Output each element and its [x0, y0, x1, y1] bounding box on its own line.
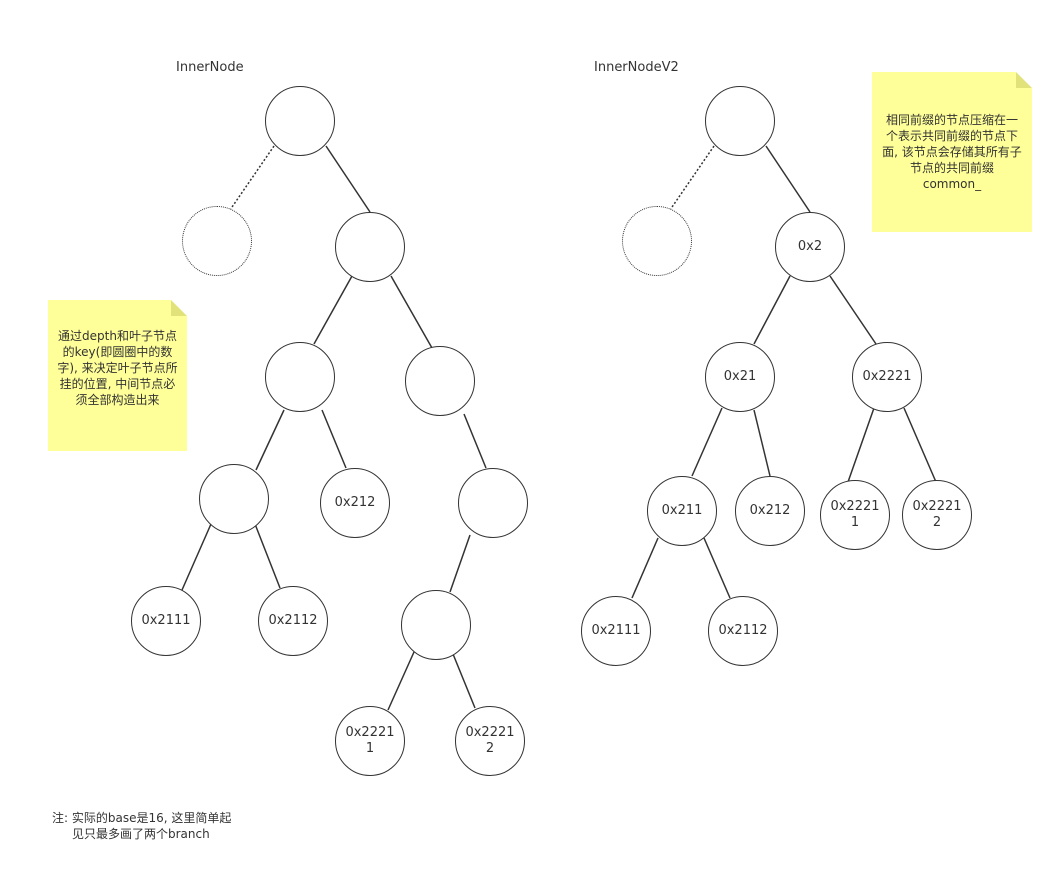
node-label: 0x2112 [268, 613, 318, 628]
left-node-level1 [335, 212, 405, 282]
left-root-node [265, 86, 335, 156]
right-root-node [705, 86, 775, 156]
right-node-0x22211: 0x2221 1 [820, 480, 890, 550]
right-node-0x212: 0x212 [735, 476, 805, 546]
left-node-level4 [401, 590, 471, 660]
edge [691, 407, 723, 477]
right-node-0x2112: 0x2112 [708, 596, 778, 666]
right-node-0x2221: 0x2221 [852, 342, 922, 412]
left-empty-dotted-node [182, 206, 252, 276]
node-label: 0x2221 1 [830, 499, 880, 530]
node-label: 0x2111 [141, 613, 191, 628]
edge [255, 409, 285, 471]
edge [387, 651, 415, 711]
edge [321, 409, 347, 469]
right-sticky-note: 相同前缀的节点压缩在一个表示共同前缀的节点下面, 该节点会存储其所有子节点的共同… [872, 72, 1032, 232]
edge [254, 523, 281, 589]
left-node-0x2111: 0x2111 [131, 586, 201, 656]
left-node-0x22212: 0x2221 2 [455, 706, 525, 776]
edge [463, 413, 487, 469]
edge [669, 145, 715, 211]
edge [765, 145, 811, 213]
left-node-0x2112: 0x2112 [258, 586, 328, 656]
node-label: 0x212 [749, 503, 791, 518]
edge [753, 409, 771, 477]
footnote: 注: 实际的base是16, 这里简单起 见只最多画了两个branch [52, 810, 272, 842]
right-node-0x211: 0x211 [647, 476, 717, 546]
edge [753, 275, 791, 345]
left-node-0x22211: 0x2221 1 [335, 706, 405, 776]
edge [452, 653, 476, 709]
right-note-text: 相同前缀的节点压缩在一个表示共同前缀的节点下面, 该节点会存储其所有子节点的共同… [882, 113, 1022, 191]
edge [390, 275, 433, 349]
left-note-text: 通过depth和叶子节点的key(即圆圈中的数字), 来决定叶子节点所挂的位置,… [57, 329, 178, 407]
right-node-0x2: 0x2 [775, 212, 845, 282]
left-sticky-note: 通过depth和叶子节点的key(即圆圈中的数字), 来决定叶子节点所挂的位置,… [48, 300, 187, 451]
left-node-level2-a [265, 342, 335, 412]
left-node-0x212: 0x212 [320, 468, 390, 538]
left-node-level3-a [199, 464, 269, 534]
node-label: 0x212 [334, 495, 376, 510]
node-label: 0x2221 2 [912, 499, 962, 530]
footnote-line-1: 注: 实际的base是16, 这里简单起 [52, 811, 232, 825]
edge [631, 537, 659, 599]
footnote-line-2: 见只最多画了两个branch [72, 827, 210, 841]
edge [903, 407, 937, 483]
edge [181, 523, 212, 591]
right-diagram-title: InnerNodeV2 [594, 60, 679, 75]
node-label: 0x211 [661, 503, 703, 518]
edge [229, 145, 275, 211]
node-label: 0x2221 [862, 369, 912, 384]
right-node-0x21: 0x21 [705, 342, 775, 412]
node-label: 0x21 [723, 369, 757, 384]
edge [847, 407, 875, 483]
edge [313, 275, 353, 345]
right-node-0x22212: 0x2221 2 [902, 480, 972, 550]
edge [325, 145, 371, 213]
right-node-0x2111: 0x2111 [581, 596, 651, 666]
node-label: 0x2221 2 [465, 725, 515, 756]
node-label: 0x2112 [718, 623, 768, 638]
node-label: 0x2111 [591, 623, 641, 638]
edge [703, 537, 731, 599]
left-diagram-title: InnerNode [176, 60, 244, 75]
left-node-level2-b [405, 346, 475, 416]
left-node-level3-b [458, 468, 528, 538]
edge [449, 534, 471, 593]
node-label: 0x2 [797, 239, 823, 254]
right-empty-dotted-node [622, 206, 692, 276]
node-label: 0x2221 1 [345, 725, 395, 756]
edge [829, 275, 877, 345]
